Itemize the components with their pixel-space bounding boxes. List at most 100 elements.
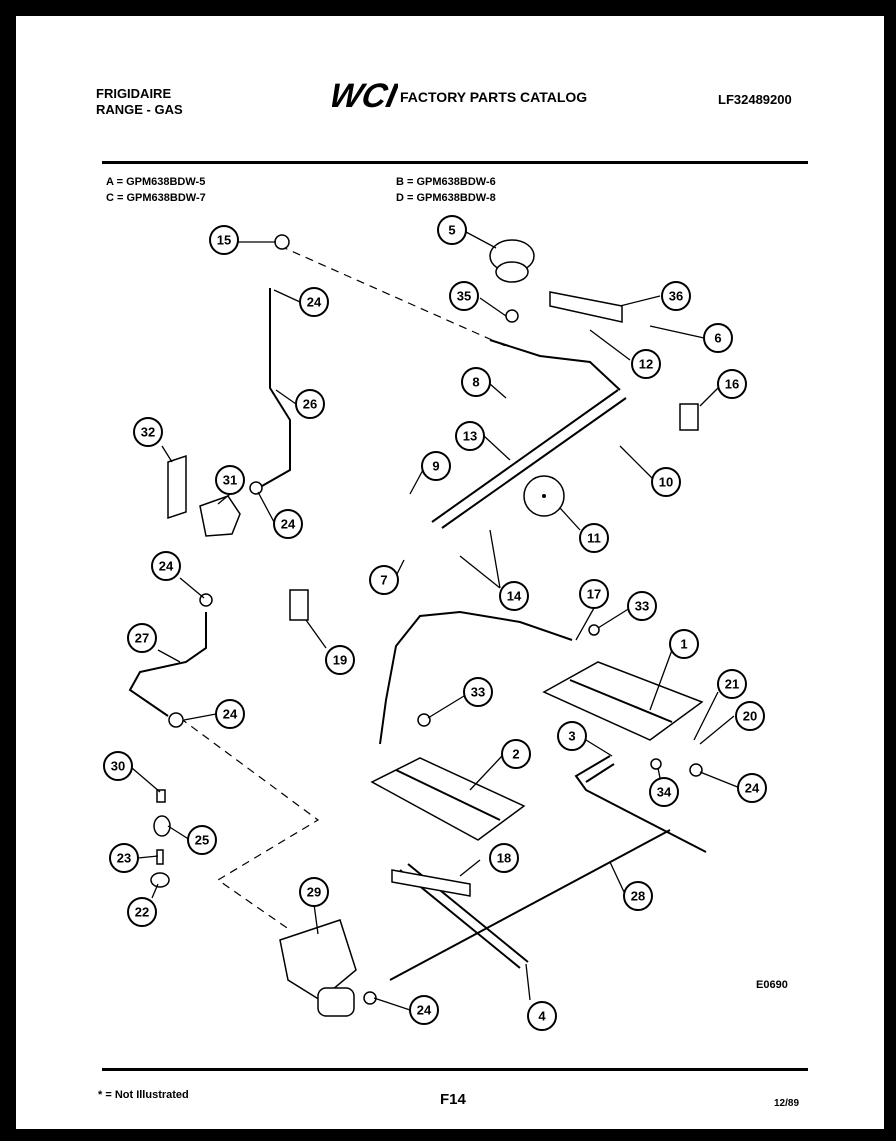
igniter-18 [391,869,471,897]
leader-line [161,445,173,463]
valve-29 [279,919,357,1001]
svg-text:6: 6 [714,331,721,346]
svg-text:25: 25 [195,833,209,848]
callout-33-a: 33 [627,591,657,621]
callout-24-f: 24 [409,995,439,1025]
model-d: D = GPM638BDW-8 [396,192,496,204]
fitting-34 [650,758,662,770]
leader-line [699,715,735,745]
callout-3: 3 [557,721,587,751]
svg-text:31: 31 [223,473,237,488]
leader-line [483,435,511,461]
svg-text:21: 21 [725,677,739,692]
fitting-33 [417,713,431,727]
svg-text:24: 24 [159,559,174,574]
leader-line [273,289,301,303]
svg-text:15: 15 [217,233,231,248]
leader-line [313,903,319,935]
svg-text:33: 33 [635,599,649,614]
manifold-tube-edge [441,397,627,529]
callout-7: 7 [369,565,399,595]
leader-line [427,695,465,719]
leader-line [137,855,159,859]
callout-34: 34 [649,777,679,807]
callout-20: 20 [735,701,765,731]
svg-text:1: 1 [680,637,687,652]
bracket-36 [549,291,623,323]
model-list-right: B = GPM638BDW-6 D = GPM638BDW-8 [396,174,496,206]
svg-text:11: 11 [587,531,601,546]
manifold-header [489,339,621,391]
leader-line [305,619,327,649]
part-19 [289,589,309,621]
callout-24-c: 24 [151,551,181,581]
leader-line [275,389,297,405]
callout-17: 17 [579,579,609,609]
bracket-32 [167,454,187,520]
callout-33-b: 33 [463,677,493,707]
orifice-30 [156,789,166,803]
header-divider [102,161,808,164]
leader-line [649,649,673,711]
callout-5: 5 [437,215,467,245]
svg-text:14: 14 [507,589,522,604]
burner-1-rib [569,679,673,723]
svg-text:2: 2 [512,747,519,762]
svg-text:35: 35 [457,289,471,304]
svg-text:27: 27 [135,631,149,646]
svg-text:16: 16 [725,377,739,392]
wci-logo-text: WCI [332,78,398,112]
brand-block: FRIGIDAIRE RANGE - GAS [96,86,183,118]
disc-11-center [542,494,546,498]
svg-text:20: 20 [743,709,757,724]
model-b: B = GPM638BDW-6 [396,176,496,188]
callout-18: 18 [489,843,519,873]
svg-text:13: 13 [463,429,477,444]
page-number: F14 [440,1091,466,1108]
svg-text:24: 24 [417,1003,432,1018]
callout-23: 23 [109,843,139,873]
leader-line [585,739,613,757]
svg-text:7: 7 [380,573,387,588]
catalog-part-number: LF32489200 [718,92,792,107]
drawing-code: E0690 [756,979,788,991]
callout-24-e: 24 [737,773,767,803]
svg-text:23: 23 [117,851,131,866]
leader-line [459,529,501,589]
callout-32: 32 [133,417,163,447]
svg-text:34: 34 [657,785,672,800]
callout-22: 22 [127,897,157,927]
assembly-line [179,717,320,931]
leader-line [257,491,275,523]
leader-line [167,825,191,841]
svg-text:9: 9 [432,459,439,474]
callout-15: 15 [209,225,239,255]
svg-text:4: 4 [538,1009,546,1024]
callout-8: 8 [461,367,491,397]
svg-text:24: 24 [745,781,760,796]
callout-35: 35 [449,281,479,311]
leader-line [699,771,741,789]
product-type: RANGE - GAS [96,102,183,117]
callout-30: 30 [103,751,133,781]
callout-24-b: 24 [273,509,303,539]
gas-tube-26 [261,288,291,487]
leader-line [589,329,631,361]
callout-10: 10 [651,467,681,497]
catalog-title: FACTORY PARTS CATALOG [400,89,588,105]
valve-29-knob [317,987,355,1017]
leader-line [151,883,159,899]
callout-29: 29 [299,877,329,907]
orifice-25 [153,815,171,837]
callout-21: 21 [717,669,747,699]
orifice-23 [156,849,164,865]
fitting-24 [168,712,184,728]
svg-text:30: 30 [111,759,125,774]
leader-line [157,649,181,663]
model-list-left: A = GPM638BDW-5 C = GPM638BDW-7 [106,174,206,206]
leader-line [559,507,581,531]
callout-27: 27 [127,623,157,653]
svg-text:24: 24 [281,517,296,532]
leader-line [217,493,231,505]
manifold-tube [431,389,619,523]
